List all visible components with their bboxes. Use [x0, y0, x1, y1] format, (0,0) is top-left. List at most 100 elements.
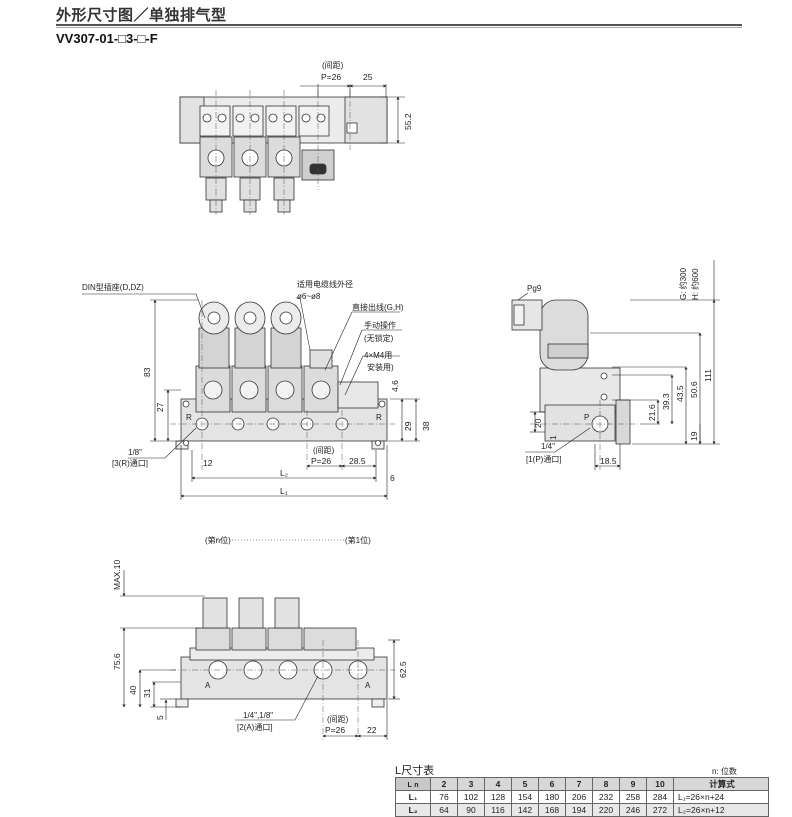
front-r-mark-right: R [376, 413, 382, 422]
table-cell: 116 [484, 803, 512, 817]
pg9-label: Pg9 [527, 284, 542, 293]
front-r-mark-left: R [186, 413, 192, 422]
top-pitch: P=26 [321, 72, 341, 82]
bottom-a-right: A [365, 681, 371, 690]
front-h29: 29 [403, 421, 413, 431]
col-header: 7 [565, 777, 593, 791]
side-d435: 43.5 [675, 385, 685, 402]
model-code: VV307-01-□3-□-F [56, 31, 158, 46]
l-table-corner: L n [395, 777, 431, 791]
table-cell: 76 [430, 790, 458, 804]
table-row: L₂ 64 90 116 142 168 194 220 246 272 L₂=… [395, 803, 769, 817]
table-cell: 168 [538, 803, 566, 817]
port-a-label: 1/4",1/8" [243, 711, 273, 720]
front-h83: 83 [142, 367, 152, 377]
col-header: 3 [457, 777, 485, 791]
bottom-a-left: A [205, 681, 211, 690]
side-p-mark: P [584, 413, 589, 422]
bottom-end-dim: 22 [367, 725, 377, 735]
table-cell: 142 [511, 803, 539, 817]
side-d185: 18.5 [600, 456, 617, 466]
direct-wire-label: 直接出线(G,H) [352, 302, 404, 312]
port-r-sub: [3(R)通口] [112, 458, 148, 468]
l-table-unit: n: 位数 [712, 767, 737, 776]
top-end-dim: 25 [363, 72, 373, 82]
table-cell: 272 [646, 803, 674, 817]
front-h38: 38 [421, 421, 431, 431]
l-dimension-table: L n 2 3 4 5 6 7 8 9 10 计算式 L₁ 76 102 128… [395, 777, 769, 817]
bottom-h31: 31 [142, 688, 152, 698]
top-height-dim: 55.2 [403, 113, 413, 130]
col-header: 6 [538, 777, 566, 791]
side-d19: 19 [689, 431, 699, 441]
side-d506: 50.6 [689, 381, 699, 398]
cable-value: ø6~ø8 [297, 292, 321, 301]
port-p-label: 1/4" [541, 442, 555, 451]
table-cell: 154 [511, 790, 539, 804]
top-view [179, 84, 405, 215]
bottom-pitch-label: (间距) [327, 715, 349, 724]
station-n-label: (第n位) [205, 535, 231, 545]
table-cell: 180 [538, 790, 566, 804]
front-right-dim: 6 [390, 473, 395, 483]
table-row: L₁ 76 102 128 154 180 206 232 258 284 L₁… [395, 790, 769, 804]
table-cell: 194 [565, 803, 593, 817]
table-cell: 232 [592, 790, 620, 804]
mount-label: 4×M4用 [364, 351, 392, 360]
formula-header: 计算式 [673, 777, 769, 791]
side-d393: 39.3 [661, 393, 671, 410]
front-h27: 27 [155, 402, 165, 412]
table-cell: 206 [565, 790, 593, 804]
bottom-max10: MAX.10 [112, 559, 122, 590]
col-header: 2 [430, 777, 458, 791]
title-rule-thin [56, 27, 742, 28]
side-d20: 20 [533, 418, 543, 428]
col-header: 5 [511, 777, 539, 791]
bottom-h40: 40 [128, 685, 138, 695]
din-connector-label: DIN型插座(D,DZ) [82, 282, 144, 292]
h-length-label: H: 约600 [690, 268, 700, 300]
table-cell: 246 [619, 803, 647, 817]
row-name: L₂ [395, 803, 431, 817]
table-cell: 64 [430, 803, 458, 817]
title-rule [56, 24, 742, 26]
side-d1: 1 [548, 435, 558, 440]
front-l1: L₁ [280, 486, 288, 496]
bottom-h625: 62.5 [398, 661, 408, 678]
bottom-h5: 5 [155, 715, 165, 720]
col-header: 4 [484, 777, 512, 791]
side-view [511, 260, 720, 470]
front-view [82, 293, 420, 500]
manual-op-sub: (无锁定) [364, 333, 394, 343]
formula-cell: L₂=26×n+12 [673, 803, 769, 817]
front-pitch-label: (间距) [313, 446, 335, 455]
bottom-h756: 75.6 [112, 653, 122, 670]
page-title: 外形尺寸图／单独排气型 [56, 7, 227, 24]
top-pitch-label: (间距) [322, 61, 344, 70]
table-cell: 258 [619, 790, 647, 804]
g-length-label: G: 约300 [678, 267, 688, 300]
cable-label: 适用电缆线外径 [297, 279, 353, 289]
front-pitch: P=26 [311, 456, 331, 466]
front-h46: 4.6 [390, 380, 400, 392]
front-left-dim: 12 [203, 458, 213, 468]
manual-op-label: 手动操作 [364, 320, 396, 330]
mount-sub: 安装用) [367, 362, 394, 372]
side-d111: 111 [703, 369, 713, 382]
port-p-sub: [1(P)通口] [526, 454, 562, 464]
front-l2: L₂ [280, 468, 288, 478]
side-d216: 21.6 [647, 404, 657, 421]
table-cell: 102 [457, 790, 485, 804]
front-pitch-end: 28.5 [349, 456, 366, 466]
port-r-label: 1/8" [128, 448, 142, 457]
table-cell: 128 [484, 790, 512, 804]
l-table-header-row: L n 2 3 4 5 6 7 8 9 10 计算式 [395, 777, 769, 791]
col-header: 8 [592, 777, 620, 791]
table-cell: 90 [457, 803, 485, 817]
bottom-pitch: P=26 [325, 725, 345, 735]
table-cell: 220 [592, 803, 620, 817]
table-cell: 284 [646, 790, 674, 804]
bottom-view [120, 539, 400, 740]
corner-n: n [414, 782, 419, 789]
